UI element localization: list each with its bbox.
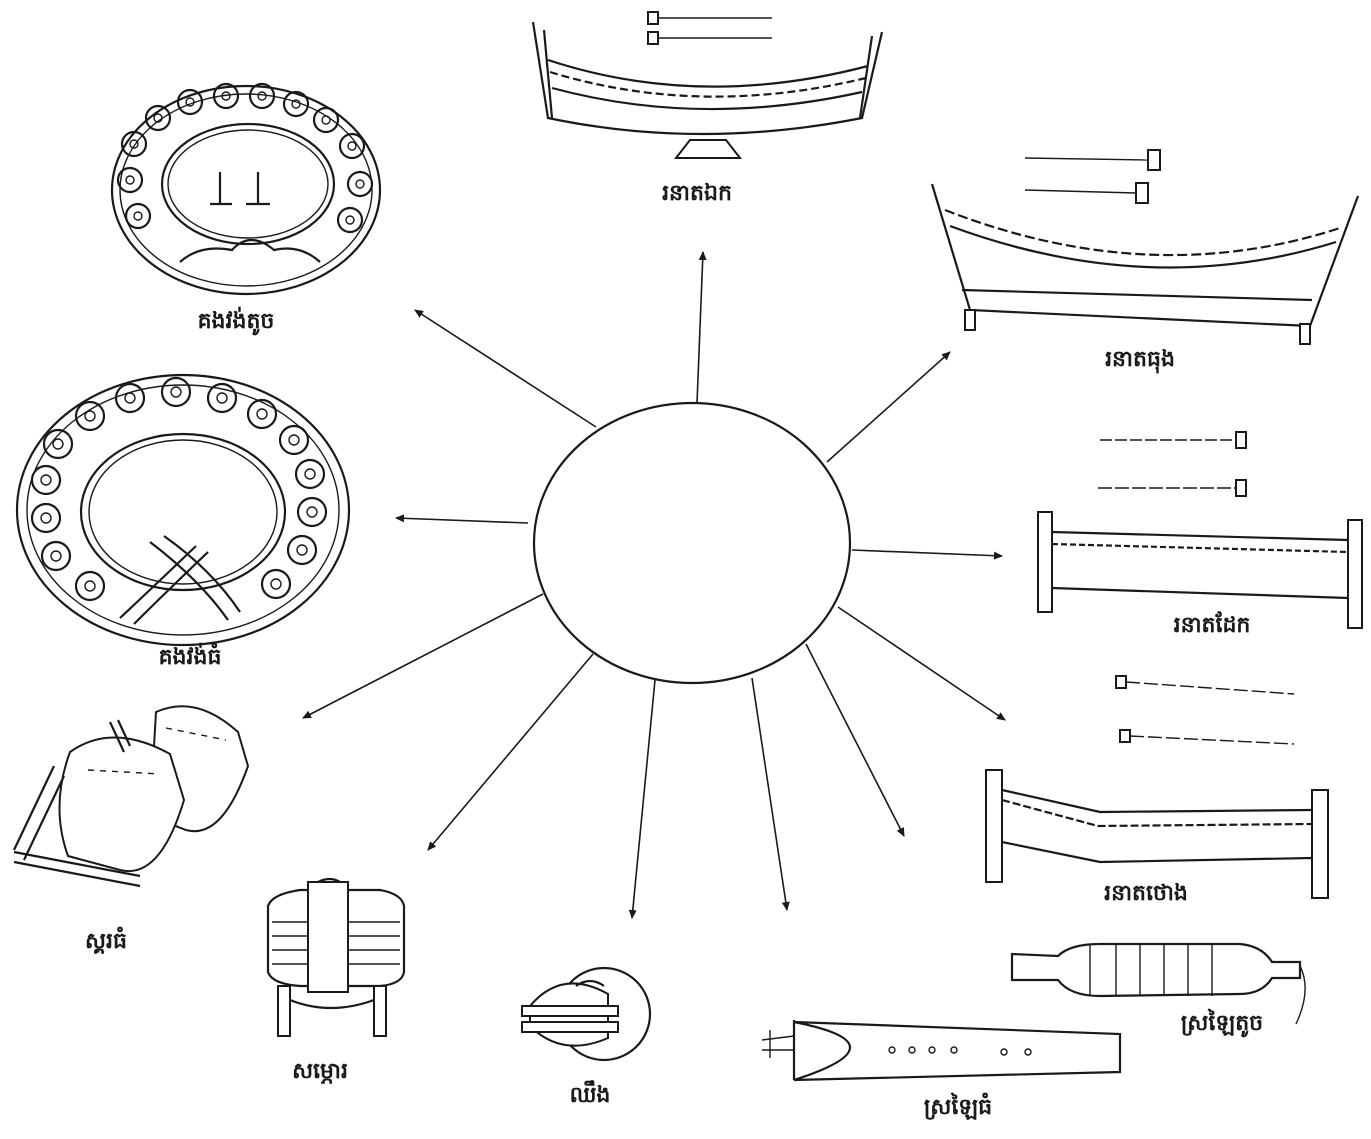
mallet-icon xyxy=(210,172,270,204)
arrow-icon xyxy=(428,654,593,850)
caption-skor-thom: ស្គរធំ xyxy=(85,926,127,954)
arrow-icon xyxy=(806,644,904,836)
roneat-thung-illustration xyxy=(932,150,1358,344)
caption-kong-vong-thom: គងវង់ធំ xyxy=(159,642,222,670)
mallet-icon xyxy=(1116,676,1294,744)
arrows xyxy=(303,252,1005,918)
caption-sralai-touch: ស្រឡៃតូច xyxy=(1181,1008,1263,1038)
caption-roneat-dek: រនាតដែក xyxy=(1174,611,1251,638)
skor-thom-illustration xyxy=(14,706,248,886)
kong-vong-thom-illustration xyxy=(17,375,349,645)
kong-vong-touch-illustration xyxy=(112,84,380,294)
sralai-thom-illustration xyxy=(762,1020,1120,1080)
arrow-icon xyxy=(752,678,787,910)
center-circle xyxy=(534,403,850,683)
arrow-icon xyxy=(838,607,1005,720)
mallet-icon xyxy=(1098,432,1246,496)
caption-roneat-ek: រនាតឯក xyxy=(662,181,732,206)
chhing-illustration xyxy=(522,968,650,1060)
caption-sralai-thom: ស្រឡៃធំ xyxy=(924,1092,992,1120)
caption-chhing: ឈឹង xyxy=(570,1080,611,1108)
mallet-icon xyxy=(648,12,772,44)
caption-roneat-thong: រនាតថោង xyxy=(1104,881,1188,906)
roneat-dek-illustration xyxy=(1038,432,1362,628)
caption-kong-vong-touch: គងវង់តូច xyxy=(198,306,275,336)
caption-samphor: សម្ភោរ xyxy=(292,1059,348,1084)
arrow-icon xyxy=(303,594,543,718)
roneat-ek-illustration xyxy=(533,12,882,158)
arrow-icon xyxy=(697,252,703,403)
arrow-icon xyxy=(632,680,655,918)
arrow-icon xyxy=(415,310,596,427)
mallet-icon xyxy=(1025,150,1160,203)
roneat-thong-illustration xyxy=(986,676,1328,898)
arrow-icon xyxy=(396,518,528,523)
samphor-illustration xyxy=(268,879,404,1036)
caption-roneat-thung: រនាតធុង xyxy=(1105,347,1175,374)
arrow-icon xyxy=(827,352,950,462)
arrow-icon xyxy=(852,550,1002,556)
